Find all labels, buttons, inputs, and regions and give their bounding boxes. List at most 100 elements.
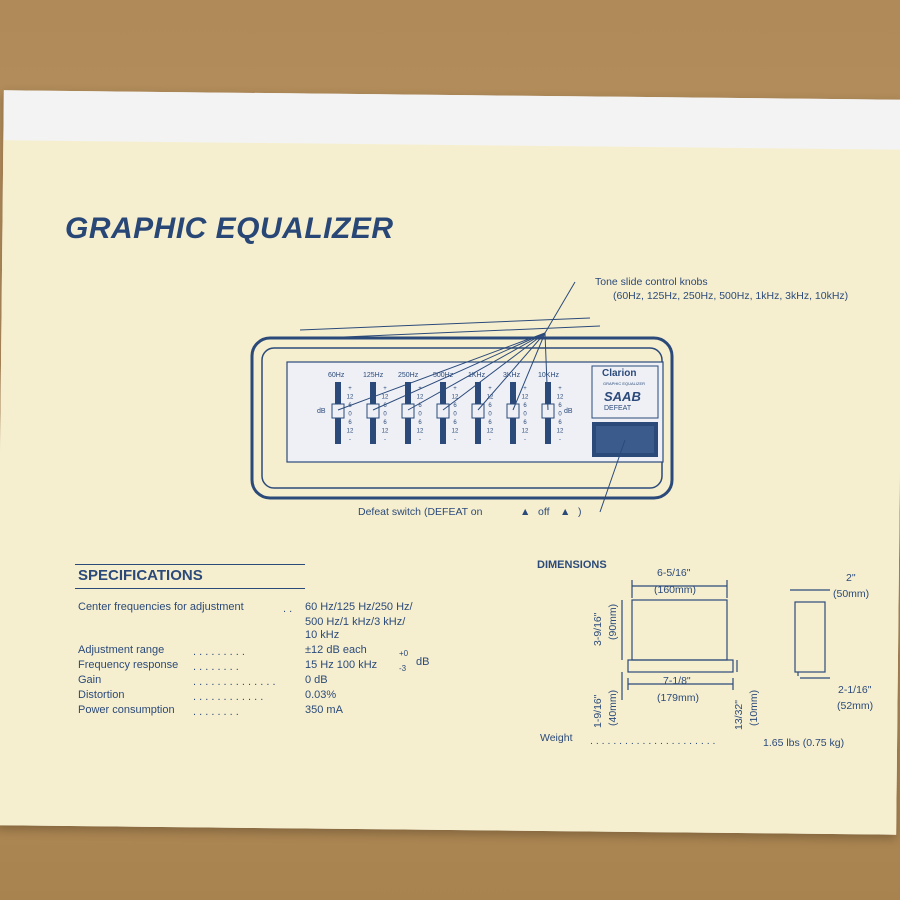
slider-scale-tick: 6 xyxy=(383,403,387,409)
spec-rule-top xyxy=(75,564,305,565)
spec-leader: . . . . . . . . . xyxy=(193,646,245,658)
dim-base-height-mm: (40mm) xyxy=(607,689,619,726)
slider-scale-tick: 12 xyxy=(522,395,529,401)
slider-scale-tick: 6 xyxy=(488,403,492,409)
slider-scale-tick: 12 xyxy=(522,429,529,435)
slider-scale-tick: 12 xyxy=(382,429,389,435)
eq-band-label: 60Hz xyxy=(328,372,345,379)
slider-scale-tick: 6 xyxy=(418,420,422,426)
spec-value: ±12 dB each xyxy=(305,644,367,656)
spec-label: Center frequencies for adjustment xyxy=(78,601,244,613)
spec-leader: . . xyxy=(283,603,293,615)
slider-scale-tick: 0 xyxy=(523,412,527,418)
spec-leader: . . . . . . . . . . . . . . xyxy=(193,676,276,688)
brand-subtitle: GRAPHIC EQUALIZER xyxy=(603,381,646,386)
defeat-button-face xyxy=(596,426,654,453)
slider-scale-tick: 6 xyxy=(348,403,352,409)
slider-scale-tick: 6 xyxy=(488,420,492,426)
slider-scale-tick: + xyxy=(488,386,492,392)
dim-base-width-inch: 7-1/8" xyxy=(663,675,691,687)
slider-scale-tick: 6 xyxy=(558,420,562,426)
slider-scale-tick: 0 xyxy=(418,412,422,418)
slider-scale-tick: 12 xyxy=(557,395,564,401)
spec-label: Distortion xyxy=(78,689,125,701)
slider-scale-tick: 6 xyxy=(523,403,527,409)
eq-brand-box xyxy=(591,365,659,419)
slider-scale-tick: + xyxy=(453,386,457,392)
spec-label: Frequency response xyxy=(78,659,179,671)
dim-front-base xyxy=(627,659,734,673)
callout-leader-lines xyxy=(299,281,601,411)
brand-logo: Clarion xyxy=(602,368,637,379)
slider-scale-tick: 12 xyxy=(452,429,459,435)
knobs-callout-frequencies: (60Hz, 125Hz, 250Hz, 500Hz, 1kHz, 3kHz, … xyxy=(613,290,849,302)
slider-scale-tick: - xyxy=(559,437,561,443)
dim-side-depth-inch: 2-1/16" xyxy=(838,684,872,696)
slider-scale-tick: 12 xyxy=(382,395,389,401)
weight-label: Weight xyxy=(540,732,573,744)
slider-scale-tick: 12 xyxy=(487,429,494,435)
dimension-drawing xyxy=(621,580,830,700)
spec-value: 350 mA xyxy=(305,704,343,716)
slider-scale-tick: 0 xyxy=(453,412,457,418)
dim-side-width-inch: 2" xyxy=(846,572,856,584)
slider-scale-tick: - xyxy=(384,437,386,443)
spec-value: 15 Hz 100 kHz xyxy=(305,659,378,671)
eq-band-label: 10KHz xyxy=(538,372,560,379)
slider-knob-4[interactable] xyxy=(471,403,485,419)
page-title: GRAPHIC EQUALIZER xyxy=(65,212,394,245)
slider-knob-5[interactable] xyxy=(506,403,520,419)
freq-tolerance-minus: -3 xyxy=(399,664,407,673)
defeat-callout-close: ) xyxy=(578,506,582,518)
slider-knob-3[interactable] xyxy=(436,403,450,419)
freq-tolerance-unit: dB xyxy=(416,656,430,668)
defeat-callout-line xyxy=(599,439,626,513)
slider-knob-2[interactable] xyxy=(401,403,415,419)
eq-band-label: 125Hz xyxy=(363,372,384,379)
eq-band-label: 1KHz xyxy=(468,372,486,379)
spec-value: 0.03% xyxy=(305,689,337,701)
spec-value: 0 dB xyxy=(305,674,328,686)
slider-scale-tick: 0 xyxy=(383,412,387,418)
slider-scale-tick: - xyxy=(419,437,421,443)
slider-scale-tick: + xyxy=(348,386,352,392)
slider-scale-tick: 0 xyxy=(488,412,492,418)
slider-scale-tick: 6 xyxy=(383,420,387,426)
spec-label: Adjustment range xyxy=(78,644,165,656)
spec-rule-bottom xyxy=(75,588,305,589)
defeat-panel-label: DEFEAT xyxy=(604,405,632,412)
dim-front-body xyxy=(631,599,728,661)
slider-scale-tick: 12 xyxy=(347,429,354,435)
spec-leader: . . . . . . . . . . . . xyxy=(193,691,264,703)
weight-value: 1.65 lbs (0.75 kg) xyxy=(763,737,845,749)
slider-scale-tick: 6 xyxy=(453,420,457,426)
slider-scale-tick: 12 xyxy=(452,395,459,401)
dimensions-heading: DIMENSIONS xyxy=(537,559,607,571)
slider-scale-tick: + xyxy=(558,386,562,392)
slider-scale-tick: - xyxy=(489,437,491,443)
slider-scale-tick: 6 xyxy=(558,403,562,409)
slider-scale-tick: 6 xyxy=(453,403,457,409)
slider-scale-tick: 6 xyxy=(348,420,352,426)
eq-db-label-right: dB xyxy=(564,408,573,415)
slider-scale-tick: 0 xyxy=(558,412,562,418)
slider-scale-tick: - xyxy=(349,437,351,443)
slider-scale-tick: 6 xyxy=(418,403,422,409)
dim-height-mm: (90mm) xyxy=(607,603,619,640)
dim-depth-small-mm: (10mm) xyxy=(748,689,760,726)
slider-knob-1[interactable] xyxy=(366,403,380,419)
slider-scale-tick: 12 xyxy=(487,395,494,401)
spec-value: 60 Hz/125 Hz/250 Hz/ xyxy=(305,601,413,613)
slider-scale-tick: + xyxy=(383,386,387,392)
weight-leader: . . . . . . . . . . . . . . . . . . . . … xyxy=(590,735,716,747)
slider-scale-tick: 6 xyxy=(523,420,527,426)
spec-leader: . . . . . . . . xyxy=(193,706,239,718)
spec-value: 500 Hz/1 kHz/3 kHz/ xyxy=(305,616,406,628)
defeat-on-icon: ▲ xyxy=(520,506,531,518)
slider-scale-tick: - xyxy=(524,437,526,443)
spec-label: Power consumption xyxy=(78,704,175,716)
slider-knob-0[interactable] xyxy=(331,403,345,419)
slider-scale-tick: 12 xyxy=(557,429,564,435)
model-logo: SAAB xyxy=(604,389,641,404)
